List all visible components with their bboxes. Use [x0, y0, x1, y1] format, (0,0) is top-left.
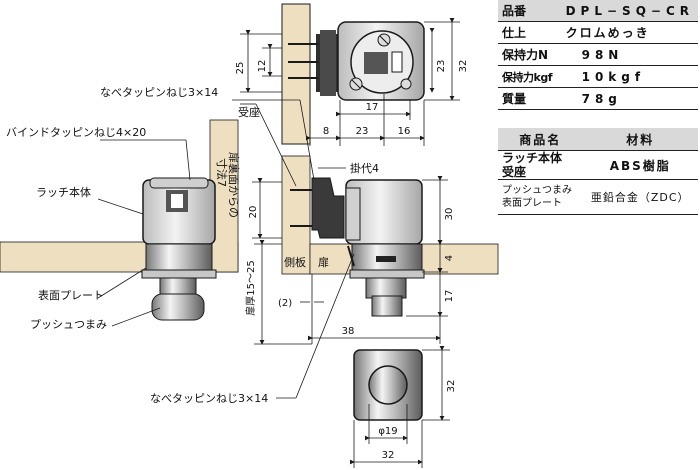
- materials-name-line: ラッチ本体: [502, 151, 563, 165]
- dim-side-17: 17: [444, 290, 455, 303]
- top-view: 25 12 23 32 17 8 23 16: [235, 3, 469, 146]
- top-view-label-plate: [364, 52, 388, 74]
- dim-top-16: 16: [398, 126, 411, 137]
- side-wood-sokuita: [281, 155, 311, 275]
- side-catch-plate: [311, 177, 345, 239]
- spec-key: 保持力N: [498, 43, 562, 66]
- spec-row-force-n: 保持力N 98N: [498, 43, 698, 66]
- dim-front-phi19: φ19: [378, 426, 397, 437]
- materials-header-material: 材料: [582, 128, 698, 151]
- side-view: なべタッピンねじ3×14 受座 扉裏面からの 寸法7 掛代4 側板 扉 扉厚15…: [100, 86, 499, 405]
- dim-top-12: 12: [257, 60, 268, 73]
- spec-value: 98N: [561, 43, 698, 66]
- spec-row-mass: 質量 78g: [498, 87, 698, 110]
- dim-side-4: 4: [444, 255, 455, 261]
- label-sokuita: 側板: [284, 255, 306, 269]
- dim-front-32-v: 32: [446, 380, 457, 393]
- left-view-surface-plate: [145, 243, 213, 273]
- label-nabe-screw-bottom: なべタッピンねじ3×14: [150, 392, 268, 405]
- materials-name-line: 受座: [502, 165, 527, 179]
- spec-key: 保持力kgf: [498, 65, 562, 88]
- label-nabe-screw-top: なべタッピンねじ3×14: [100, 86, 218, 99]
- left-view: バインドタッピンねじ4×20 ラッチ本体 表面プレート プッシュつまみ: [0, 119, 239, 331]
- top-view-screws: [288, 43, 318, 79]
- label-push-knob: プッシュつまみ: [30, 318, 107, 331]
- label-bind-screw: バインドタッピンねじ4×20: [6, 126, 146, 139]
- spec-key: 仕上: [498, 21, 562, 44]
- top-view-wood-panel: [281, 3, 311, 145]
- dim-top-17: 17: [366, 102, 379, 113]
- label-tobira-line2: 寸法7: [215, 158, 229, 187]
- spec-key: 品番: [498, 0, 562, 22]
- front-view: 32 φ19 32: [350, 346, 457, 468]
- spec-key: 質量: [498, 87, 562, 110]
- spec-value: 10kgf: [561, 65, 698, 88]
- label-uke-za: 受座: [238, 105, 260, 119]
- materials-table: 商品名 材料 ラッチ本体 受座 ABS樹脂 プッシュつまみ 表面プレート 亜鉛合…: [498, 128, 698, 215]
- materials-name-line: プッシュつまみ: [502, 185, 572, 196]
- label-latch-body: ラッチ本体: [36, 185, 91, 199]
- label-kakedai: 掛代4: [350, 161, 379, 175]
- spec-value: 78g: [561, 87, 698, 110]
- top-view-screw-head-3: [400, 78, 412, 90]
- materials-header-name: 商品名: [498, 128, 583, 151]
- materials-row: ラッチ本体 受座 ABS樹脂: [498, 150, 698, 180]
- dim-top-23-v: 23: [436, 60, 447, 73]
- dim-top-25: 25: [235, 62, 246, 75]
- dim-top-23-h: 23: [356, 126, 369, 137]
- dim-front-32-h: 32: [382, 450, 395, 461]
- spec-value: クロムめっき: [561, 21, 698, 44]
- front-round-knob: [368, 365, 408, 405]
- materials-row: プッシュつまみ 表面プレート 亜鉛合金（ZDC）: [498, 179, 698, 215]
- spec-row-force-kgf: 保持力kgf 10kgf: [498, 65, 698, 88]
- spec-row-shiage: 仕上 クロムめっき: [498, 21, 698, 44]
- materials-material: 亜鉛合金（ZDC）: [582, 179, 698, 215]
- label-tobira-line1: 扉裏面からの: [227, 152, 241, 218]
- dim-side-gap: (2): [278, 298, 292, 309]
- dim-side-20: 20: [248, 206, 259, 219]
- materials-name: プッシュつまみ 表面プレート: [498, 179, 583, 215]
- materials-header: 商品名 材料: [498, 128, 698, 151]
- spec-panel: 品番 DPL−SQ−CR 仕上 クロムめっき 保持力N 98N 保持力kgf 1…: [498, 0, 698, 215]
- label-hyoumen-plate: 表面プレート: [38, 288, 104, 302]
- dim-top-32-v: 32: [458, 60, 469, 73]
- label-tobira: 扉: [318, 256, 329, 269]
- materials-name: ラッチ本体 受座: [498, 150, 583, 180]
- dim-side-30: 30: [444, 208, 455, 221]
- materials-name-line: 表面プレート: [502, 198, 562, 209]
- materials-material: ABS樹脂: [582, 150, 698, 180]
- dim-top-8: 8: [323, 126, 329, 137]
- dim-side-38: 38: [342, 326, 355, 337]
- side-push-knob: [365, 277, 407, 299]
- spec-row-hinban: 品番 DPL−SQ−CR: [498, 0, 698, 22]
- spec-table: 品番 DPL−SQ−CR 仕上 クロムめっき 保持力N 98N 保持力kgf 1…: [498, 0, 698, 110]
- spec-value: DPL−SQ−CR: [561, 0, 698, 22]
- label-tobira-atsu: 扉厚15～25: [244, 260, 257, 315]
- left-view-push-knob: [159, 277, 197, 297]
